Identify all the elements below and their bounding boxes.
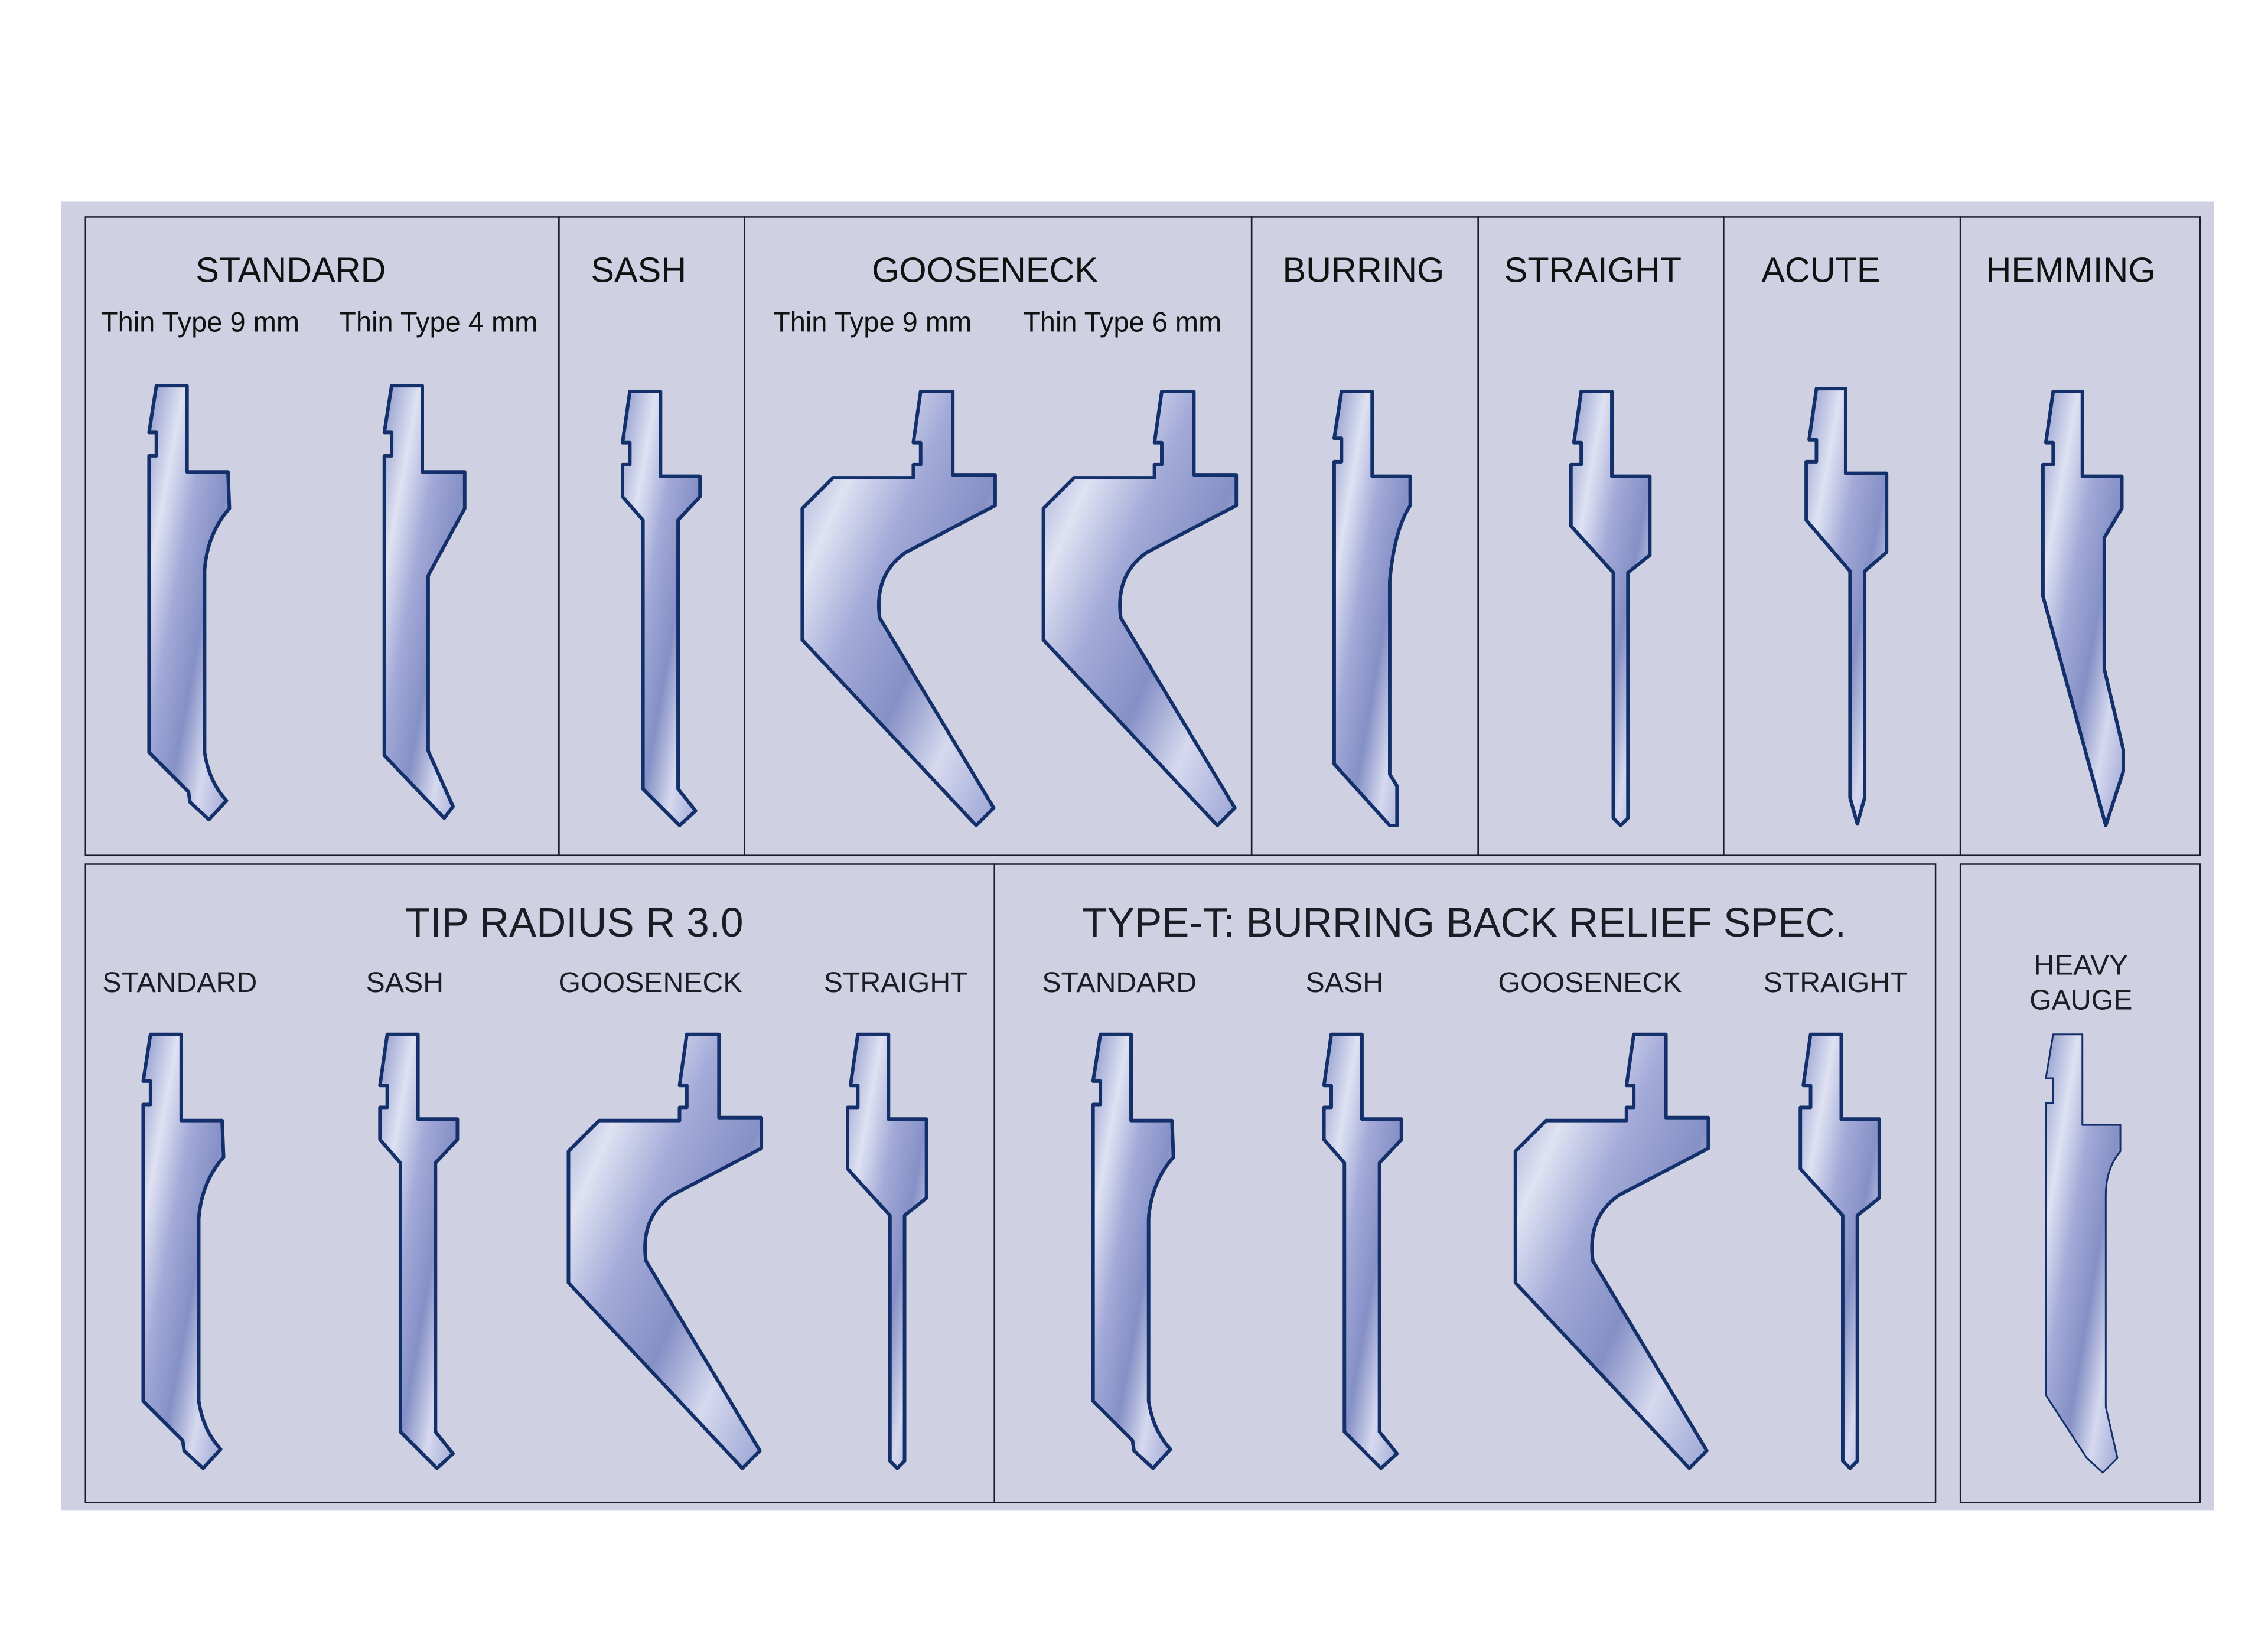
- section-heavy-gauge: [1959, 863, 2201, 1503]
- subtitle-gooseneck-9mm: Thin Type 9 mm: [773, 308, 972, 340]
- subtitle-gooseneck-6mm: Thin Type 6 mm: [1023, 308, 1222, 340]
- title-sash: SASH: [591, 251, 687, 291]
- title-straight: STRAIGHT: [1504, 251, 1682, 291]
- punch-profile-typet-gooseneck: [1513, 1032, 1710, 1470]
- title-standard: STANDARD: [195, 251, 386, 291]
- punch-profile-heavy-gauge: [2045, 1033, 2122, 1474]
- punch-profile-straight: [1569, 390, 1652, 827]
- label-tip-standard: STANDARD: [102, 967, 258, 1000]
- punch-profile-standard-9mm: [147, 384, 232, 821]
- title-gooseneck: GOOSENECK: [872, 251, 1098, 291]
- label-tip-gooseneck: GOOSENECK: [558, 967, 742, 1000]
- title-heavy: HEAVY: [2034, 949, 2129, 982]
- punch-profile-typet-straight: [1798, 1032, 1881, 1470]
- subtitle-standard-9mm: Thin Type 9 mm: [100, 308, 300, 340]
- title-burring: BURRING: [1282, 251, 1445, 291]
- title-tip-radius: TIP RADIUS R 3.0: [405, 900, 744, 945]
- label-typet-straight: STRAIGHT: [1763, 967, 1908, 1000]
- label-typet-standard: STANDARD: [1042, 967, 1197, 1000]
- punch-profile-sash: [621, 390, 702, 827]
- punch-profile-tip-standard: [141, 1032, 226, 1470]
- punch-profile-tip-straight: [846, 1032, 928, 1470]
- punch-profile-standard-4mm: [382, 384, 467, 820]
- punch-profile-tip-gooseneck: [566, 1032, 764, 1470]
- title-hemming: HEMMING: [1986, 251, 2156, 291]
- punch-profile-gooseneck-9mm: [800, 390, 997, 827]
- title-acute: ACUTE: [1761, 251, 1881, 291]
- punch-profile-gooseneck-6mm: [1041, 390, 1239, 827]
- section-hemming: [1959, 216, 2201, 856]
- section-type-t: [993, 863, 1937, 1503]
- punch-profile-tip-sash: [378, 1032, 460, 1470]
- punch-profile-typet-sash: [1322, 1032, 1403, 1470]
- label-tip-sash: SASH: [366, 967, 444, 1000]
- label-typet-sash: SASH: [1305, 967, 1383, 1000]
- label-typet-gooseneck: GOOSENECK: [1498, 967, 1682, 1000]
- punch-profile-acute: [1804, 387, 1889, 826]
- subtitle-standard-4mm: Thin Type 4 mm: [339, 308, 538, 340]
- punch-profile-hemming: [2041, 390, 2125, 827]
- label-tip-straight: STRAIGHT: [823, 967, 968, 1000]
- title-gauge: GAUGE: [2029, 984, 2133, 1017]
- punch-profile-burring: [1332, 390, 1412, 827]
- punch-profile-typet-standard: [1091, 1032, 1175, 1470]
- title-type-t: TYPE-T: BURRING BACK RELIEF SPEC.: [1082, 900, 1846, 945]
